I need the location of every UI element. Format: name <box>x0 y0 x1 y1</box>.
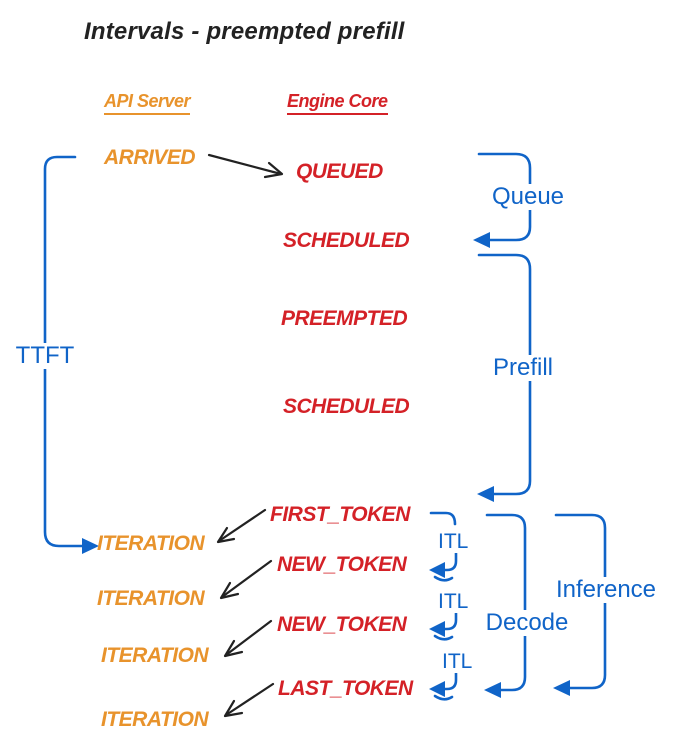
interval-label-prefill: Prefill <box>487 355 559 381</box>
arrow-first-token-to-iteration <box>216 508 267 544</box>
column-header-engine-core: Engine Core <box>287 92 388 115</box>
interval-label-itl-3: ITL <box>440 650 475 673</box>
interval-label-decode: Decode <box>480 610 574 636</box>
event-scheduled-2: SCHEDULED <box>283 395 410 418</box>
itl-arrowhead-icon <box>429 621 445 637</box>
event-queued: QUEUED <box>296 160 383 183</box>
event-iteration-4: ITERATION <box>101 708 209 731</box>
interval-label-itl-1: ITL <box>436 530 471 553</box>
itl-arrowhead-icon <box>429 681 445 697</box>
event-preempted: PREEMPTED <box>281 307 408 330</box>
event-iteration-2: ITERATION <box>97 587 205 610</box>
event-new-token-2: NEW_TOKEN <box>277 613 407 636</box>
inference-arrowhead-icon <box>553 680 570 696</box>
itl-arrow-2 <box>429 610 458 641</box>
arrow-last-token-to-iteration <box>223 682 275 718</box>
ttft-arrowhead-icon <box>82 538 99 554</box>
event-new-token-1: NEW_TOKEN <box>277 553 407 576</box>
itl-arrowhead-icon <box>429 562 445 578</box>
event-first-token: FIRST_TOKEN <box>270 503 410 526</box>
event-scheduled-1: SCHEDULED <box>283 229 410 252</box>
interval-label-itl-2: ITL <box>436 590 471 613</box>
interval-label-inference: Inference <box>550 577 662 603</box>
decode-bracket <box>484 513 527 698</box>
event-iteration-3: ITERATION <box>101 644 209 667</box>
column-header-api-server: API Server <box>104 92 191 115</box>
event-iteration-1: ITERATION <box>97 532 205 555</box>
queue-arrowhead-icon <box>473 232 490 248</box>
inference-bracket <box>553 513 607 696</box>
arrow-new-token-2-to-iteration <box>223 619 273 658</box>
event-arrived: ARRIVED <box>104 146 196 169</box>
prefill-arrowhead-icon <box>477 486 494 502</box>
arrow-new-token-1-to-iteration <box>219 559 273 600</box>
itl-arrow-3 <box>429 670 458 701</box>
decode-arrowhead-icon <box>484 682 501 698</box>
itl-arrow-1 <box>429 551 458 582</box>
page-title: Intervals - preempted prefill <box>84 18 405 45</box>
itl-start-hook <box>429 511 457 526</box>
interval-label-queue: Queue <box>486 184 570 210</box>
interval-label-ttft: TTFT <box>10 343 80 369</box>
arrow-arrived-to-queued <box>207 153 284 179</box>
event-last-token: LAST_TOKEN <box>278 677 413 700</box>
